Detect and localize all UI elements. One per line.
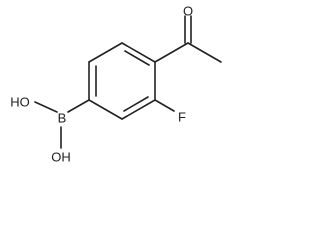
structure-diagram: O F B HO OH	[10, 3, 222, 164]
ring-to-fluorine-bond	[154, 99, 175, 112]
ring-to-carbonyl-bond	[154, 42, 189, 63]
ring-double-bond-inner-a	[124, 50, 150, 66]
ring-bond-6-1	[88, 42, 123, 63]
upper-hydroxyl-label: HO	[10, 94, 30, 109]
boron-to-upper-hydroxyl-bond	[34, 101, 58, 113]
ring-to-boron-bond	[67, 99, 90, 113]
lower-hydroxyl-label: OH	[51, 149, 71, 164]
skeletal-formula: O F B HO OH	[10, 3, 222, 164]
ring-bond-3-4	[121, 99, 156, 120]
ring-bond-1-2	[121, 42, 156, 63]
fluorine-atom-label: F	[178, 109, 186, 124]
ring-double-bond-inner-b	[123, 96, 149, 112]
boron-atom-label: B	[58, 110, 67, 125]
oxygen-atom-label: O	[183, 3, 193, 18]
methyl-bond	[187, 42, 222, 63]
ring-bond-4-5	[88, 99, 123, 120]
